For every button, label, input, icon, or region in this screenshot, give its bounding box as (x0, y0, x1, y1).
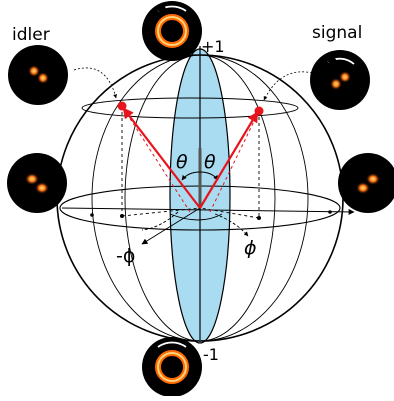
phi-negative-label: -ϕ (116, 245, 135, 267)
signal-label: signal (312, 23, 362, 43)
signal-vector-dash (209, 110, 260, 213)
two-lobe-mode-icon (338, 153, 394, 213)
two-lobe-mode-icon (310, 50, 370, 110)
signal-point (254, 106, 264, 116)
horizontal-axis (61, 207, 355, 215)
signal-projection-radial (199, 207, 260, 219)
signal-pointer-curve (263, 71, 317, 101)
south-pole-label: -1 (203, 345, 219, 364)
diagonal-axis (141, 207, 201, 245)
theta-left-arc (181, 171, 201, 181)
idler-label: idler (12, 25, 50, 45)
idler-point (117, 101, 127, 111)
idler-foot-dot (120, 214, 124, 218)
phi-negative-arc (141, 211, 179, 231)
theta-right-label: θ (204, 151, 216, 173)
right-equator-dot (328, 210, 332, 214)
left-equator-dot (90, 213, 94, 217)
latitude-circle (81, 97, 299, 119)
phi-positive-label: ϕ (244, 237, 257, 259)
donut-mode-icon (142, 1, 202, 61)
phi-positive-arc (214, 213, 249, 237)
idler-vector-dash (121, 105, 191, 213)
idler-projection-radial (121, 207, 201, 217)
donut-mode-icon (142, 337, 202, 397)
idler-pointer-curve (73, 67, 118, 99)
two-lobe-mode-icon (8, 45, 68, 105)
signal-vector (199, 111, 259, 209)
phi-center-arc (169, 213, 223, 221)
two-lobe-mode-icon (7, 153, 67, 213)
signal-foot-dot (257, 216, 261, 220)
north-pole-label: +1 (201, 37, 225, 56)
theta-left-label: θ (176, 151, 188, 173)
idler-vector (122, 107, 201, 209)
